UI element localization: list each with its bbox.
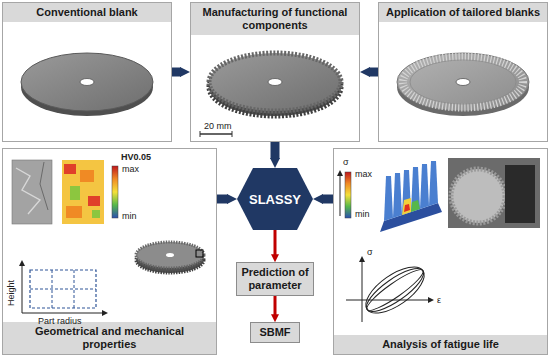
- flow-arrow: [369, 68, 378, 77]
- core-hexagon: SLASSY: [237, 168, 313, 230]
- node-title: Conventional blank: [7, 6, 167, 19]
- blank-disc: [21, 53, 153, 116]
- figure-label: max: [355, 169, 372, 180]
- figure-label: max: [122, 164, 139, 175]
- panel-band: Analysis of fatigue life: [334, 335, 547, 354]
- node-title: Application of tailored blanks: [383, 6, 543, 19]
- figure-label: min: [355, 209, 370, 220]
- analysis-panel: Analysis of fatigue life: [333, 148, 548, 355]
- stage-panel: Conventional blank: [2, 2, 172, 142]
- panel-band: Application of tailored blanks: [379, 3, 547, 22]
- gear-part: [200, 53, 341, 137]
- figure-label: ε: [437, 295, 441, 306]
- figure-label: σ: [367, 247, 373, 258]
- test-photo: [448, 158, 540, 228]
- node-title: Geometrical and mechanical properties: [7, 325, 212, 351]
- hardness-map: [62, 160, 118, 224]
- node-title: Manufacturing of functional components: [195, 6, 355, 32]
- figure-label: 20 mm: [204, 121, 232, 132]
- micrograph: [12, 160, 52, 224]
- figure-label: min: [122, 211, 137, 222]
- hexagon-label: SLASSY: [249, 192, 301, 207]
- panel-band: Conventional blank: [3, 3, 171, 22]
- result-box: SBMF: [250, 322, 300, 343]
- figure-label: Height: [6, 280, 17, 306]
- flow-arrow: [271, 142, 280, 159]
- small-gear: [136, 242, 204, 273]
- panel-band: Geometrical and mechanical properties: [3, 322, 216, 354]
- figure-label: HV0.05: [121, 152, 151, 163]
- flow-arrow: [322, 195, 333, 204]
- node-title: Prediction of parameter: [241, 266, 309, 292]
- node-title: Analysis of fatigue life: [338, 338, 543, 351]
- analysis-panel: Geometrical and mechanical properties: [2, 148, 217, 355]
- tailored-blank: [397, 53, 529, 116]
- figure-label: Part radius: [38, 316, 82, 327]
- hysteresis-plot: [346, 256, 434, 322]
- figure-label: σ: [343, 157, 349, 168]
- node-title: SBMF: [255, 326, 295, 339]
- flow-arrow: [172, 68, 181, 77]
- stage-panel: Application of tailored blanks: [378, 2, 548, 142]
- panel-band: Manufacturing of functional components: [191, 3, 359, 35]
- flow-arrow: [274, 296, 277, 315]
- flow-arrow: [217, 195, 228, 204]
- property-grid: [19, 260, 108, 316]
- flow-arrow: [274, 230, 277, 255]
- process-box: Prediction of parameter: [236, 262, 314, 296]
- fe-model: [337, 161, 442, 232]
